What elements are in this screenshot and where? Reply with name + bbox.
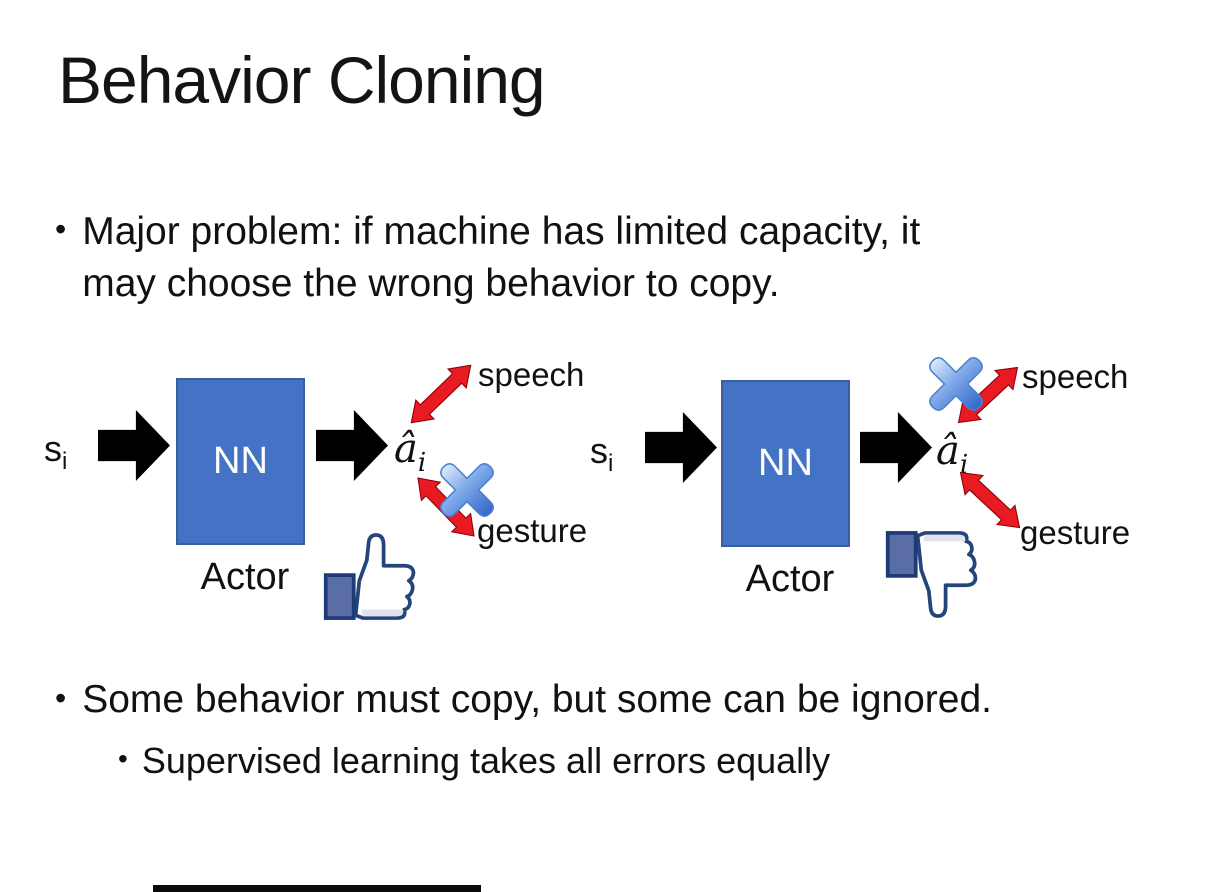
bullet-marker: • (55, 680, 67, 716)
bullet-some-behavior-text: Some behavior must copy, but some can be… (82, 678, 992, 721)
branch-label-speech: speech (478, 356, 585, 393)
slide-title: Behavior Cloning (58, 43, 546, 117)
bullet-line-2: may choose the wrong behavior to copy. (82, 262, 780, 306)
bullet-some-behavior: • Some behavior must copy, but some can … (55, 678, 992, 722)
output-action-label: âi (936, 428, 969, 480)
double-arrow-gesture-icon (949, 460, 1031, 539)
output-action-label: âi (394, 426, 427, 478)
thumbs-down-icon (884, 527, 996, 621)
input-state-label: si (590, 430, 614, 478)
double-arrow-speech-icon (400, 353, 483, 434)
input-state-label: si (44, 428, 68, 476)
bullet-marker: • (55, 211, 67, 247)
cross-reject-icon (440, 463, 494, 517)
bottom-partial-bar (153, 885, 481, 892)
actor-caption: Actor (200, 556, 290, 598)
bullet-line-1: Major problem: if machine has limited ca… (82, 210, 921, 253)
bullet-major-problem-text: Major problem: if machine has limited ca… (82, 206, 920, 311)
flow-arrow-icon (316, 409, 388, 482)
bullet-marker: • (118, 743, 128, 774)
thumbs-up-icon (322, 530, 434, 624)
cross-reject-icon (929, 357, 983, 411)
sub-bullet-supervised-text: Supervised learning takes all errors equ… (141, 740, 831, 781)
actor-caption: Actor (745, 558, 835, 600)
branch-label-gesture: gesture (477, 512, 588, 549)
flow-arrow-icon (860, 411, 932, 484)
nn-box-label: NN (758, 442, 813, 484)
bullet-major-problem: • Major problem: if machine has limited … (55, 206, 920, 311)
flow-arrow-icon (645, 411, 717, 484)
nn-box: NN (721, 380, 850, 547)
branch-label-speech: speech (1022, 358, 1129, 395)
flow-arrow-icon (98, 409, 170, 482)
sub-bullet-supervised: • Supervised learning takes all errors e… (118, 740, 830, 782)
branch-label-gesture: gesture (1020, 514, 1131, 551)
nn-box: NN (176, 378, 305, 545)
nn-box-label: NN (213, 440, 268, 482)
